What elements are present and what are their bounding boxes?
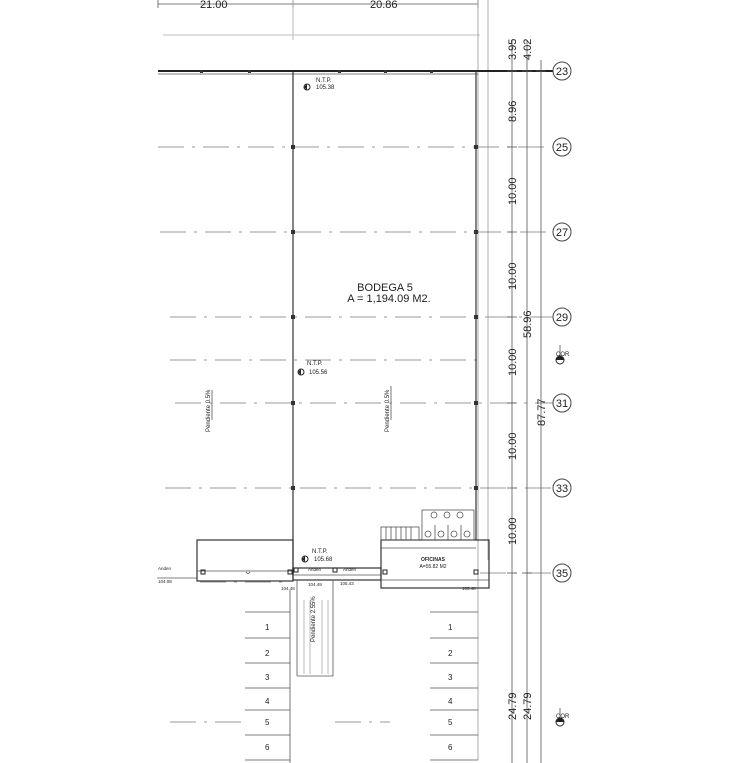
anden-label-center2: Anden — [343, 567, 357, 572]
stall-left-3: 3 — [265, 673, 270, 682]
bodega-name: BODEGA 5 — [357, 282, 413, 294]
parking-left: 1 2 3 4 5 6 — [245, 590, 291, 763]
dim-outer-4: 24.79 — [522, 692, 534, 720]
axis-bubble-29: 29 — [556, 312, 568, 324]
slope-center: Pendiente 0.5% — [385, 389, 391, 432]
dim-outer-3: 87.77 — [536, 398, 548, 426]
dim-outer-1: 4.02 — [522, 39, 534, 60]
small-level-left2: 104.48 — [281, 586, 295, 591]
top-dimension-line: 21.00 20.86 — [157, 0, 479, 11]
dim-outer-2: 58.96 — [522, 310, 534, 338]
axis-bubble-35: 35 — [556, 568, 568, 580]
small-level-left: 104.08 — [158, 579, 172, 584]
slope-left: Pendiente 0.5% — [206, 389, 212, 432]
slope-ramp: Pendiente 2.55% — [311, 596, 317, 642]
dim-right-8: 24.79 — [507, 692, 519, 720]
grid-axis-bubbles: 23 25 27 29 31 33 35 — [552, 61, 572, 583]
bodega-outline — [158, 70, 555, 575]
level-marker-1: N.T.P. 105.38 — [303, 78, 335, 91]
cor-label-1: COR — [556, 352, 570, 358]
axis-bubble-25: 25 — [556, 142, 568, 154]
level-2-label: N.T.P. — [307, 361, 323, 367]
cor-marker-1: COR — [555, 345, 570, 365]
anden-label-left: Anden — [158, 566, 172, 571]
level-marker-2: N.T.P. 105.56 — [297, 361, 328, 376]
oficinas-block: OFICINAS A=55.82 M2 105.48 — [380, 509, 490, 591]
dim-right-2: 8.96 — [507, 101, 519, 122]
parking-right: 1 2 3 4 5 6 — [170, 611, 478, 761]
level-marker-3: N.T.P. 105.68 — [301, 549, 333, 563]
level-3-label: N.T.P. — [312, 549, 328, 555]
stall-left-2: 2 — [265, 649, 270, 658]
stall-left-1: 1 — [265, 623, 270, 632]
small-level-oficinas: 105.48 — [462, 586, 476, 591]
axis-bubble-31: 31 — [556, 398, 568, 410]
oficinas-area: A=55.82 M2 — [419, 564, 446, 570]
level-1-value: 105.38 — [316, 85, 335, 91]
right-dimensions: 3.95 8.96 10.00 10.00 10.00 10.00 10.00 … — [507, 39, 548, 763]
dim-top-left: 21.00 — [200, 0, 228, 11]
dim-right-1: 3.95 — [507, 39, 519, 60]
stall-right-6: 6 — [448, 743, 453, 752]
dim-right-7: 10.00 — [507, 517, 519, 545]
level-1-label: N.T.P. — [316, 78, 332, 84]
cor-marker-2: COR — [555, 708, 570, 727]
dim-top-right: 20.86 — [370, 0, 398, 11]
dim-right-5: 10.00 — [507, 348, 519, 376]
anden-label-center1: Anden — [308, 567, 322, 572]
dim-right-3: 10.00 — [507, 177, 519, 205]
dim-right-4: 10.00 — [507, 262, 519, 290]
central-ramp: Anden Anden 105.43 104.49 — [292, 567, 382, 677]
stall-left-4: 4 — [265, 697, 270, 706]
axis-bubble-27: 27 — [556, 227, 568, 239]
grid-lines — [158, 146, 560, 574]
axis-bubble-33: 33 — [556, 483, 568, 495]
cor-label-2: COR — [556, 714, 570, 720]
level-2-value: 105.56 — [309, 370, 328, 376]
bodega-area: A = 1,194.09 M2. — [347, 293, 430, 305]
dim-right-6: 10.00 — [507, 432, 519, 460]
stall-right-4: 4 — [448, 697, 453, 706]
stall-left-5: 5 — [265, 718, 270, 727]
oficinas-name: OFICINAS — [421, 557, 446, 563]
stall-left-6: 6 — [265, 743, 270, 752]
stall-right-3: 3 — [448, 673, 453, 682]
small-level-center2: 104.49 — [308, 582, 322, 587]
level-3-value: 105.68 — [314, 557, 333, 563]
small-level-center: 105.43 — [340, 581, 354, 586]
stall-right-2: 2 — [448, 649, 453, 658]
stall-right-1: 1 — [448, 623, 453, 632]
axis-bubble-23: 23 — [556, 66, 568, 78]
left-dock-block: Anden 104.08 104.48 — [157, 539, 295, 591]
stall-right-5: 5 — [448, 718, 453, 727]
